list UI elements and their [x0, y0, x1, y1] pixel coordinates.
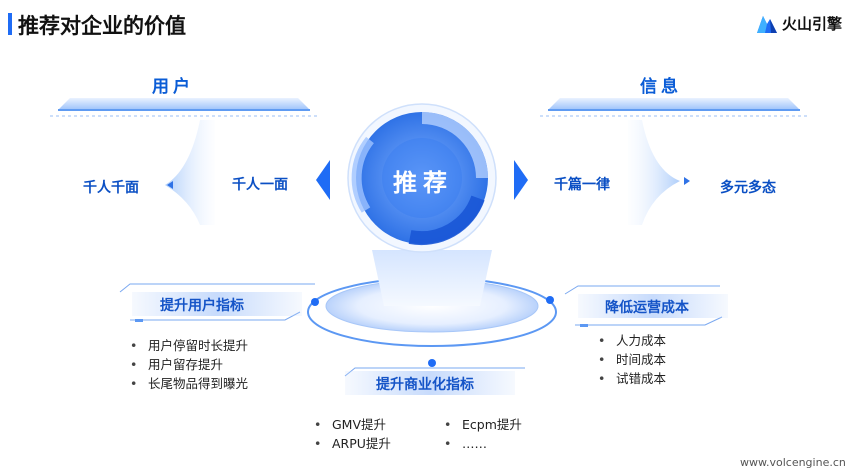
commercial-list-left: GMV提升 ARPU提升	[312, 415, 391, 453]
list-item: ……	[442, 434, 522, 453]
page-title: 推荐对企业的价值	[18, 14, 186, 38]
cost-banner	[578, 294, 728, 318]
list-item: ARPU提升	[312, 434, 391, 453]
user-metrics-list: 用户停留时长提升 用户留存提升 长尾物品得到曝光	[128, 336, 248, 393]
right-outer-label: 多元多态	[720, 180, 776, 196]
list-item: 用户停留时长提升	[128, 336, 248, 355]
left-outer-label: 千人千面	[83, 180, 139, 196]
commercial-list-right: Ecpm提升 ……	[442, 415, 522, 453]
right-inner-label: 千篇一律	[554, 177, 610, 193]
cost-list: 人力成本 时间成本 试错成本	[596, 331, 666, 388]
logo-text: 火山引擎	[782, 14, 843, 33]
user-metrics-banner	[132, 292, 302, 316]
commercial-title: 提升商业化指标	[376, 377, 474, 393]
list-item: 长尾物品得到曝光	[128, 374, 248, 393]
list-item: GMV提升	[312, 415, 391, 434]
user-metrics-title: 提升用户指标	[160, 298, 244, 314]
list-item: 人力成本	[596, 331, 666, 350]
list-item: 用户留存提升	[128, 355, 248, 374]
left-platform-graphic	[50, 98, 320, 225]
footer-url: www.volcengine.cn	[740, 456, 846, 469]
left-inner-label: 千人一面	[232, 177, 288, 193]
list-item: 试错成本	[596, 369, 666, 388]
list-item: 时间成本	[596, 350, 666, 369]
hub-graphic	[307, 103, 557, 347]
title-accent-bar	[8, 13, 12, 35]
commercial-banner	[345, 371, 515, 395]
volcano-logo-icon	[757, 16, 777, 33]
list-item: Ecpm提升	[442, 415, 522, 434]
cost-title: 降低运营成本	[605, 300, 689, 316]
hub-label: 推荐	[393, 169, 453, 197]
left-heading: 用户	[152, 77, 194, 97]
brand-logo: 火山引擎	[756, 10, 842, 36]
right-platform-graphic	[540, 98, 810, 225]
right-heading: 信息	[640, 77, 682, 97]
